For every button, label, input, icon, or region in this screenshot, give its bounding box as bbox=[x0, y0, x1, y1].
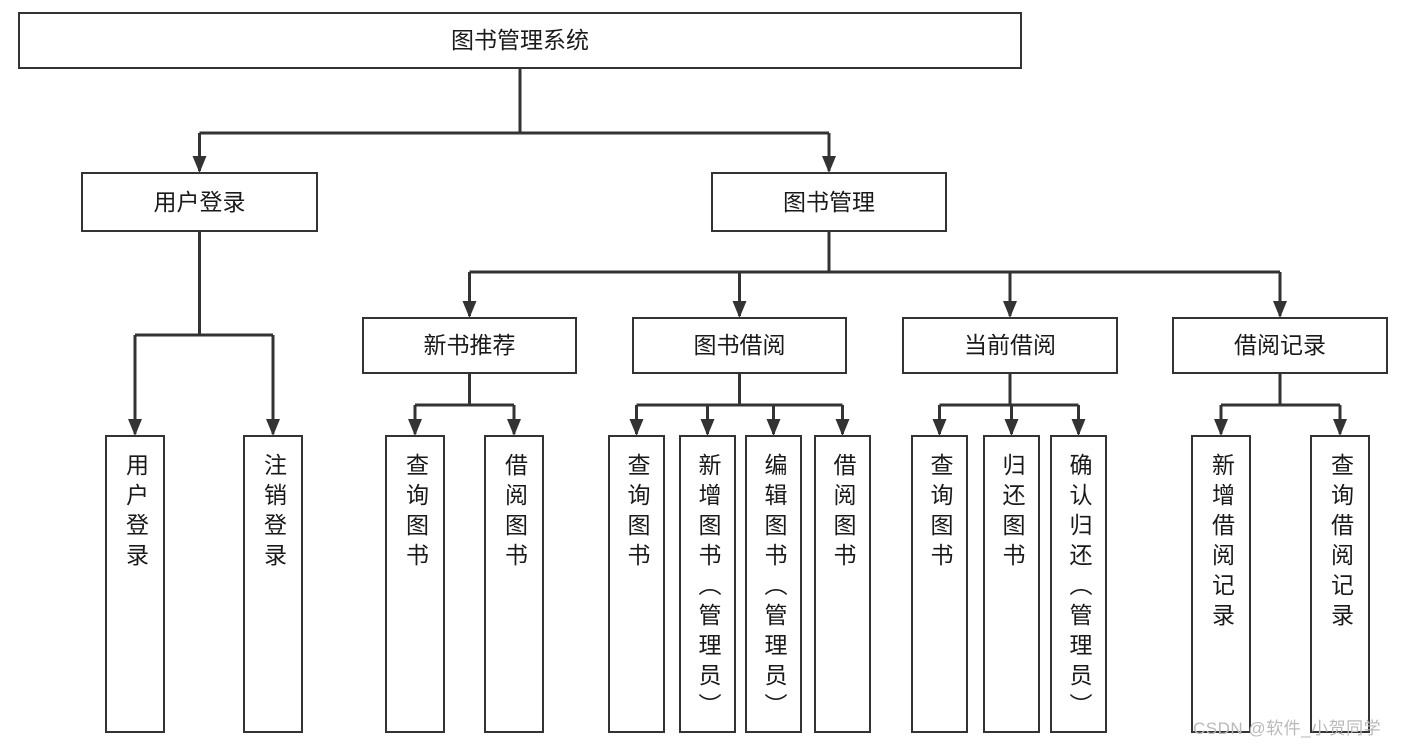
node-leaf-query-record[interactable]: 查询借阅记录 bbox=[1310, 435, 1370, 733]
node-leaf-logout[interactable]: 注销登录 bbox=[243, 435, 303, 733]
node-leaf-borrow-book-1[interactable]: 借阅图书 bbox=[484, 435, 544, 733]
node-label: 图书管理系统 bbox=[451, 27, 589, 54]
node-leaf-confirm-return[interactable]: 确认归还（管理员） bbox=[1050, 435, 1107, 733]
node-label: 借阅图书 bbox=[830, 453, 856, 573]
node-label: 借阅记录 bbox=[1234, 332, 1326, 359]
node-label: 编辑图书（管理员） bbox=[761, 453, 787, 723]
node-label: 当前借阅 bbox=[964, 332, 1056, 359]
node-leaf-user-login[interactable]: 用户登录 bbox=[105, 435, 165, 733]
node-label: 图书管理 bbox=[783, 188, 875, 215]
node-book-borrow[interactable]: 图书借阅 bbox=[632, 317, 847, 374]
node-leaf-borrow-book-2[interactable]: 借阅图书 bbox=[814, 435, 871, 733]
node-new-book-rec[interactable]: 新书推荐 bbox=[362, 317, 577, 374]
node-borrow-record[interactable]: 借阅记录 bbox=[1172, 317, 1388, 374]
node-root[interactable]: 图书管理系统 bbox=[18, 12, 1022, 69]
node-label: 用户登录 bbox=[122, 453, 149, 573]
node-book-manage[interactable]: 图书管理 bbox=[711, 172, 947, 232]
node-label: 查询借阅记录 bbox=[1327, 453, 1354, 633]
node-label: 新书推荐 bbox=[423, 332, 516, 359]
node-leaf-return-book[interactable]: 归还图书 bbox=[983, 435, 1040, 733]
node-label: 注销登录 bbox=[260, 453, 287, 573]
node-user-login[interactable]: 用户登录 bbox=[81, 172, 318, 232]
node-leaf-query-book-3[interactable]: 查询图书 bbox=[911, 435, 968, 733]
node-label: 归还图书 bbox=[999, 453, 1025, 573]
node-label: 查询图书 bbox=[402, 453, 429, 573]
node-leaf-query-book-2[interactable]: 查询图书 bbox=[608, 435, 665, 733]
node-current-borrow[interactable]: 当前借阅 bbox=[902, 317, 1118, 374]
node-label: 确认归还（管理员） bbox=[1066, 453, 1092, 723]
watermark: CSDN @软件_小贺同学 bbox=[1193, 719, 1382, 738]
node-label: 查询图书 bbox=[624, 453, 650, 573]
node-label: 查询图书 bbox=[927, 453, 953, 573]
node-label: 借阅图书 bbox=[501, 453, 528, 573]
node-label: 新增借阅记录 bbox=[1208, 453, 1235, 633]
node-leaf-add-record[interactable]: 新增借阅记录 bbox=[1191, 435, 1251, 733]
node-leaf-edit-book[interactable]: 编辑图书（管理员） bbox=[745, 435, 802, 733]
node-leaf-add-book[interactable]: 新增图书（管理员） bbox=[679, 435, 736, 733]
node-leaf-query-book-1[interactable]: 查询图书 bbox=[385, 435, 445, 733]
node-label: 用户登录 bbox=[153, 188, 246, 215]
node-label: 新增图书（管理员） bbox=[695, 453, 721, 723]
node-label: 图书借阅 bbox=[693, 332, 786, 359]
